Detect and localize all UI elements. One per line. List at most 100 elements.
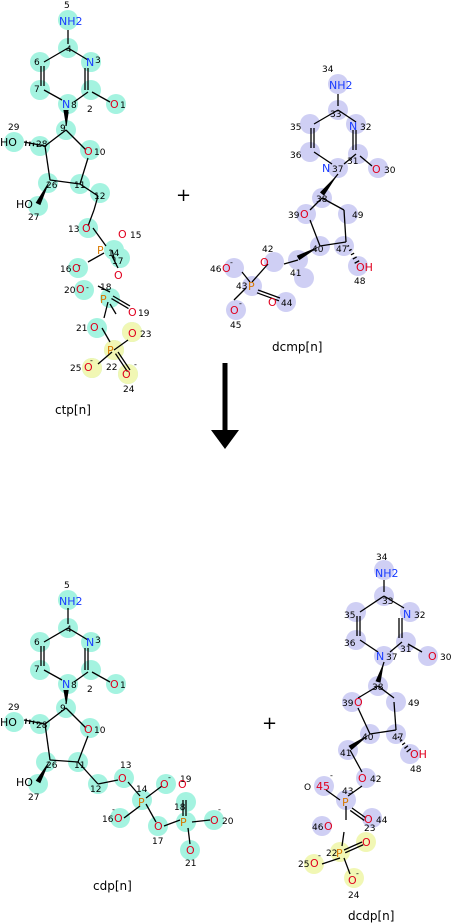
reactants.ctp-label: P (100, 293, 107, 306)
reactants.dcmp-label: - (230, 258, 233, 267)
bond (73, 91, 89, 103)
bond (123, 805, 141, 819)
bond (407, 643, 423, 653)
plus-sign-bottom: + (262, 713, 277, 734)
dcmp-name: dcmp[n] (272, 340, 323, 354)
dcdp-atom-highlight (346, 602, 366, 622)
ctp-atom-highlight (106, 94, 126, 114)
ctp-atom-highlight (80, 140, 100, 160)
reactants.dcmp-label: 41 (290, 269, 301, 279)
reactants.ctp-label: 8 (71, 101, 77, 111)
ctp-atom-highlight (100, 288, 120, 308)
reactants.ctp-label: 23 (140, 330, 151, 340)
hashed-bond (350, 252, 355, 256)
reactants.dcmp-label: 42 (262, 245, 273, 255)
products.dcdp-label: NH2 (375, 567, 399, 580)
products.cdp-label: O (178, 778, 187, 791)
ctp-atom-highlight (68, 258, 88, 278)
cdp-atom-highlight (156, 774, 176, 794)
reactants.ctp-label: 20 (64, 286, 76, 296)
reactants.dcmp-label: P (248, 280, 255, 293)
reactants.ctp-label: P (97, 244, 104, 257)
bond (97, 351, 113, 365)
bond (359, 155, 373, 167)
products.dcdp-label: 22 (326, 849, 337, 859)
dcdp-atom-highlight (336, 790, 356, 810)
dcdp-phosphate-highlight (330, 842, 350, 862)
wedge-bond (63, 690, 69, 704)
products.dcdp-label: 38 (372, 683, 384, 693)
products.dcdp-label: 35 (344, 611, 355, 621)
reactants.dcmp-label: O (300, 208, 309, 221)
products.dcdp-label: O (324, 820, 333, 833)
dcmp-atom-highlight (276, 292, 296, 312)
products.dcdp-label: N (376, 650, 384, 663)
bond (113, 339, 129, 351)
reactants.ctp-label: O (84, 145, 93, 158)
reactants.ctp-label: 11 (74, 181, 85, 191)
bond (383, 595, 405, 609)
products.dcdp-label: 37 (386, 653, 397, 663)
products.cdp-label: 19 (180, 775, 192, 785)
products.cdp-label: N (86, 636, 94, 649)
hashed-bond (397, 736, 400, 739)
reactants.dcmp-label: 43 (236, 282, 247, 292)
products.cdp-label: O (114, 812, 123, 825)
dcdp-atom-highlight (400, 602, 420, 622)
atom-highlights (4, 10, 438, 888)
products.cdp-label: 29 (8, 703, 20, 713)
dcmp-atom-highlight (328, 74, 348, 94)
products.dcdp-label: 44 (376, 816, 388, 826)
products.dcdp-label: 32 (414, 611, 425, 621)
dcdp-atom-highlight (314, 776, 334, 796)
cdp-atom-highlight (58, 590, 78, 610)
bond (313, 151, 333, 165)
products.dcdp-label: - (356, 869, 359, 878)
reactants.ctp-label: 16 (60, 265, 72, 275)
reactants.dcmp-label: 34 (322, 65, 334, 75)
bond (79, 157, 89, 185)
dcmp-atom-highlight (294, 268, 314, 288)
bond (341, 831, 345, 847)
hashed-bond (32, 142, 35, 147)
dcdp-atom-highlight (362, 808, 382, 828)
products.cdp-label: 20 (222, 817, 234, 827)
bond (233, 287, 247, 301)
dcmp-atom-highlight (224, 258, 244, 278)
products.dcdp-label: 42 (370, 775, 381, 785)
dcdp-atom-highlight (386, 692, 406, 712)
ctp-phosphate-highlight (118, 364, 138, 384)
products.cdp-label: 5 (64, 581, 70, 591)
reactants.dcmp-label: 37 (332, 165, 343, 175)
products.cdp-label: 10 (94, 726, 106, 736)
products.cdp-label: 9 (60, 704, 66, 714)
products.cdp-label: N (62, 678, 70, 691)
hashed-bond (406, 748, 412, 753)
reactants.ctp-label: 10 (94, 148, 106, 158)
cdp-atom-highlight (176, 812, 196, 832)
cdp-atom-highlight (81, 632, 101, 652)
reactants.ctp-label: 18 (100, 283, 112, 293)
products.cdp-label: 2 (87, 685, 93, 695)
reactants.dcmp-label: 30 (384, 166, 396, 176)
reactants.ctp-label: 26 (46, 181, 58, 191)
dcdp-atom-highlight (400, 744, 420, 764)
bond (343, 209, 347, 243)
hashed-bond (346, 244, 350, 248)
cdp-atom-highlight (58, 674, 78, 694)
reactants.dcmp-label: N (322, 162, 330, 175)
products.cdp-label: P (180, 816, 187, 829)
wedge-bond (348, 734, 370, 751)
reactants.dcmp-label: 48 (354, 277, 366, 287)
dcmp-atom-highlight (348, 256, 368, 276)
wedge-bond (35, 180, 50, 206)
products.cdp-label: 17 (152, 837, 163, 847)
bond (283, 259, 299, 265)
bond (109, 303, 117, 315)
reactants.ctp-label: O (110, 98, 119, 111)
cdp-atom-highlight (106, 674, 126, 694)
bond (349, 749, 363, 773)
reactants.dcmp-label: 39 (288, 211, 300, 221)
double-bond (351, 807, 367, 819)
products.cdp-label: - (218, 805, 221, 814)
